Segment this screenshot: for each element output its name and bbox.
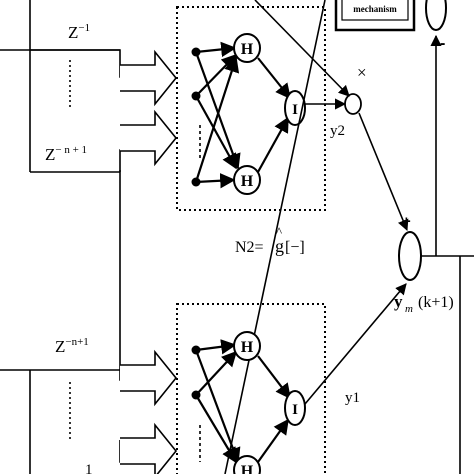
n1-to-sum: [304, 283, 407, 405]
mechanism-block: mechanism: [334, 0, 416, 32]
ym-output-label: y m (k+1): [394, 292, 454, 315]
z-bottom-partial-label: 1: [85, 462, 93, 474]
z-n1-bottom-label: Z−n+1: [55, 336, 89, 356]
input-arrow-bottom-2: [120, 422, 178, 474]
svg-text:I: I: [292, 402, 298, 418]
svg-text:[−]: [−]: [285, 239, 305, 256]
n2-equation: N2= g ^ [−]: [235, 224, 305, 256]
hidden-neuron-bottom-1: H: [233, 331, 261, 361]
svg-text:I: I: [292, 102, 298, 118]
network-bottom-connections: [194, 339, 291, 464]
input-arrow-top-1: [120, 49, 178, 107]
diagonal-long: [224, 0, 326, 474]
svg-text:N2=: N2=: [235, 239, 264, 256]
minus-sign: -: [440, 35, 445, 52]
hidden-neuron-top-2: H: [233, 165, 261, 195]
svg-text:H: H: [241, 173, 254, 190]
network-bottom-inputs: [191, 345, 201, 400]
plus-sign: +: [402, 213, 411, 230]
multiplier-to-sum: [358, 112, 409, 232]
z-n1-top-label: Z− n + 1: [45, 144, 87, 164]
svg-text:H: H: [241, 463, 254, 474]
hidden-neuron-top-1: H: [233, 33, 261, 63]
hidden-neuron-bottom-2: H: [233, 455, 261, 474]
z-inv-top-label: Z−1: [68, 22, 90, 42]
svg-text:m: m: [405, 303, 413, 315]
diagonal-to-multiplier: [254, 0, 350, 97]
output-neuron-bottom: I: [284, 390, 306, 426]
network-top-inputs: [191, 47, 201, 187]
delay-taps-bottom: [0, 170, 150, 474]
network-box-bottom: [176, 303, 326, 474]
input-arrow-bottom-1: [120, 349, 178, 407]
multiply-sign: ×: [357, 63, 367, 82]
input-arrow-top-2: [120, 109, 178, 167]
sum-node: [398, 231, 422, 281]
feedback-sum-node: [425, 0, 447, 31]
svg-text:^: ^: [276, 224, 282, 239]
svg-text:H: H: [241, 41, 254, 58]
svg-text:y: y: [394, 292, 403, 311]
svg-text:mechanism: mechanism: [353, 4, 397, 14]
svg-text:g: g: [275, 236, 284, 256]
network-top-connections: [194, 41, 291, 189]
y1-label: y1: [345, 390, 360, 406]
svg-text:H: H: [241, 339, 254, 356]
svg-text:(k+1): (k+1): [418, 294, 454, 311]
multiplier-node: [344, 93, 362, 115]
network-box-top: [176, 6, 326, 211]
y2-label: y2: [330, 123, 345, 139]
